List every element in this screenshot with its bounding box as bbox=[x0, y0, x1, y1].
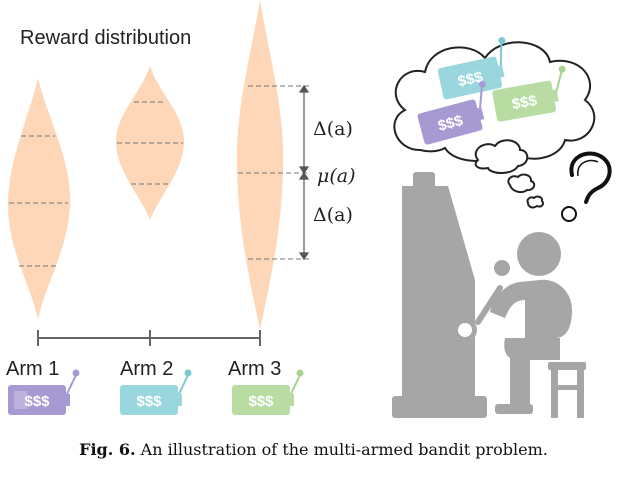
delta-label-lower: Δ(a) bbox=[313, 204, 353, 226]
slot-symbols: $$$ bbox=[248, 393, 274, 410]
slot-symbols: $$$ bbox=[24, 393, 50, 410]
question-mark-icon bbox=[561, 151, 612, 222]
slot-machine-icon-thought-3: $$$ bbox=[492, 65, 566, 122]
person-silhouette-icon bbox=[490, 232, 586, 418]
slot-machine-icon-arm-3: $$$ bbox=[232, 369, 304, 415]
reward-distribution-arm-2 bbox=[115, 66, 185, 220]
arm-2-label: Arm 2 bbox=[120, 358, 173, 380]
slot-symbols: $$$ bbox=[511, 92, 539, 113]
chart-title: Reward distribution bbox=[20, 27, 191, 49]
arm-1-label: Arm 1 bbox=[6, 358, 59, 380]
slot-symbols: $$$ bbox=[456, 68, 485, 90]
slot-symbols: $$$ bbox=[136, 393, 162, 410]
slot-machine-icon-thought-2: $$$ bbox=[437, 37, 506, 100]
reward-distribution-arm-1 bbox=[8, 78, 71, 320]
delta-label-upper: Δ(a) bbox=[313, 118, 353, 140]
gap-bracket bbox=[298, 84, 310, 261]
slot-symbols: $$$ bbox=[436, 112, 465, 135]
reward-distribution-arm-3 bbox=[236, 0, 310, 330]
slot-machine-lever bbox=[453, 260, 510, 342]
violin-arm-1 bbox=[8, 78, 71, 320]
thought-bubbles bbox=[474, 139, 545, 209]
figure-caption: Fig. 6. An illustration of the multi-arm… bbox=[0, 440, 627, 459]
slot-machine-icon-thought-1: $$$ bbox=[417, 80, 486, 145]
slot-machine-icon-arm-2: $$$ bbox=[120, 369, 192, 415]
violin-arm-3 bbox=[236, 0, 284, 330]
arm-3-label: Arm 3 bbox=[228, 358, 281, 380]
caption-text: An illustration of the multi-armed bandi… bbox=[140, 440, 548, 459]
arm-axis bbox=[37, 330, 261, 346]
slot-machine-icon-arm-1: $$$ bbox=[8, 369, 80, 415]
slot-machine-cabinet bbox=[392, 172, 487, 418]
caption-label: Fig. 6. bbox=[79, 440, 136, 459]
mean-label: μ(a) bbox=[317, 165, 356, 187]
